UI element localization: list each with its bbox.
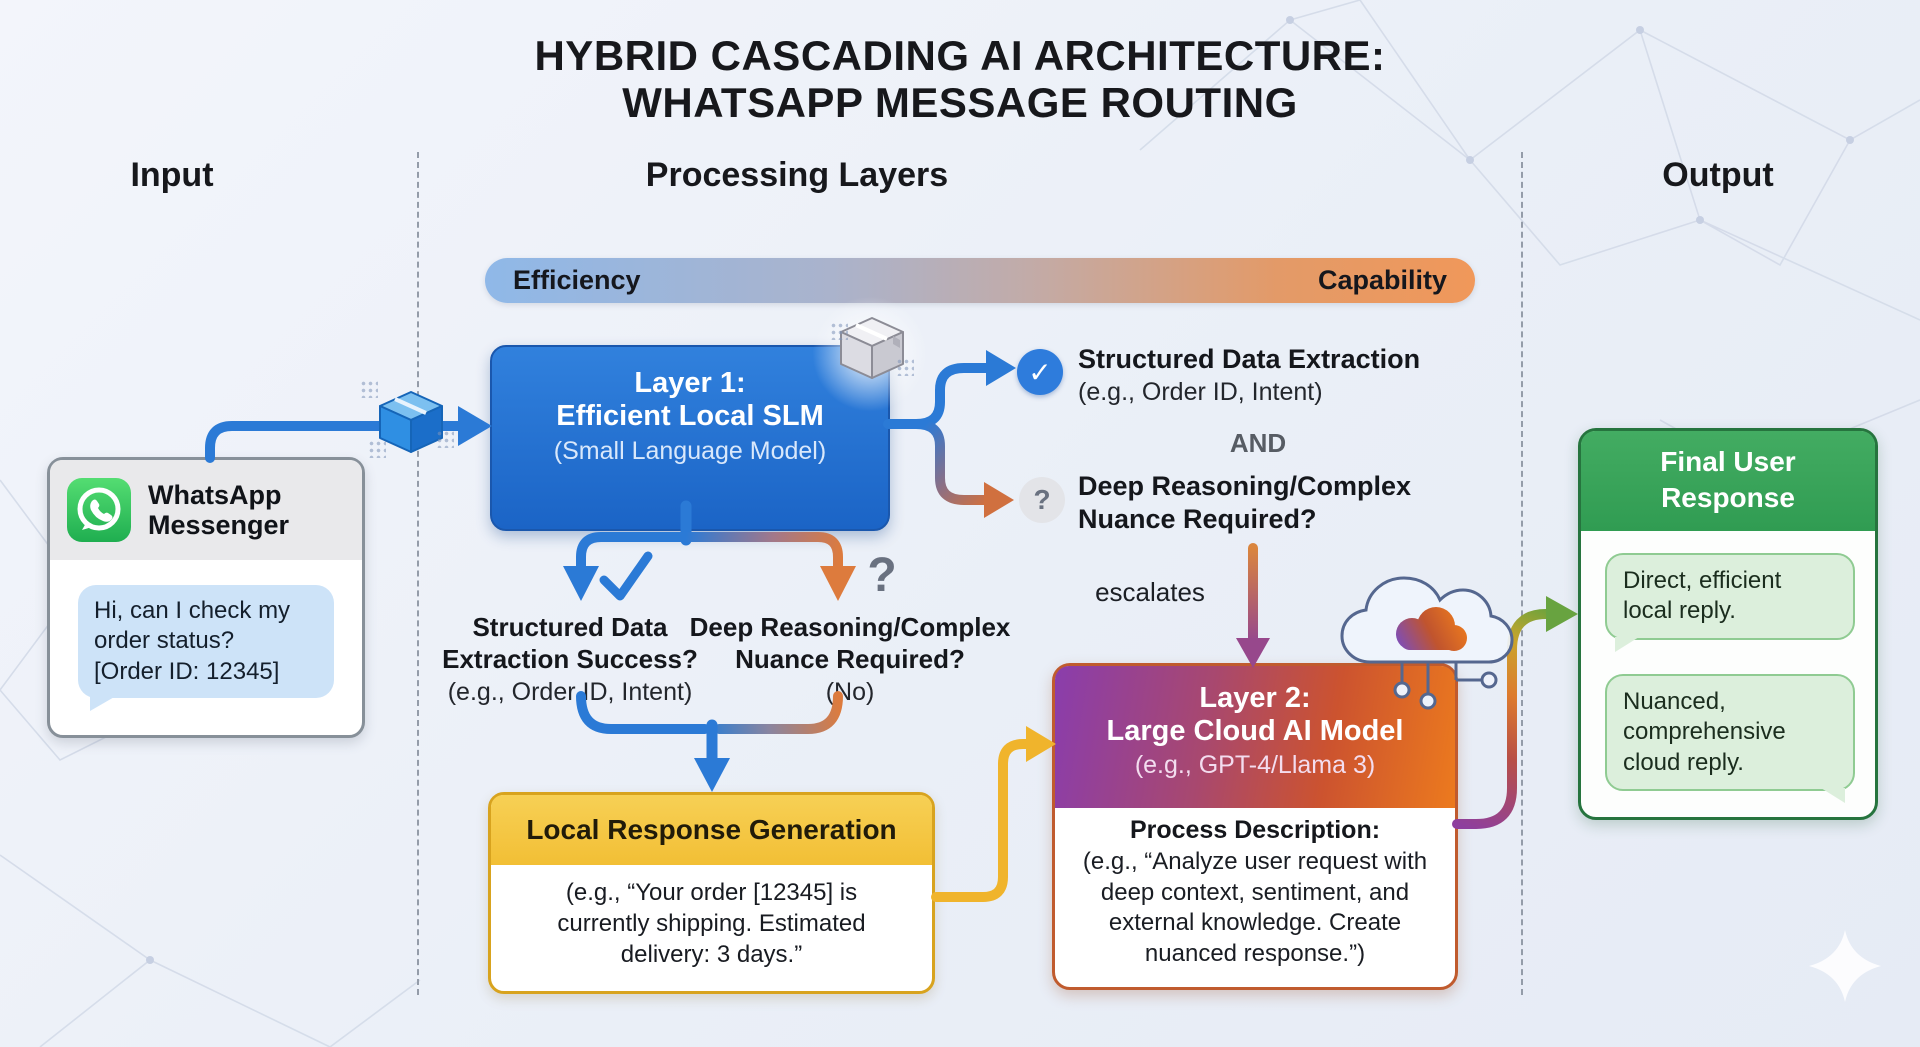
and-label: AND <box>1229 428 1287 458</box>
arrow-layer1-to-reasoning <box>911 419 1014 518</box>
escalates-label: escalates <box>1095 577 1205 607</box>
process-description-title: Process Description: <box>1129 816 1381 844</box>
page-title-line2: WHATSAPP MESSAGE ROUTING <box>622 79 1298 127</box>
dots-decoration <box>830 322 848 340</box>
layer1-caption: (Small Language Model) <box>553 437 827 466</box>
checkmark-icon <box>599 551 653 601</box>
arrow-layer2-to-final <box>1452 596 1578 829</box>
package-blue-icon <box>379 391 443 453</box>
dots-decoration <box>436 430 454 448</box>
layer2-box: Layer 2: Large Cloud AI Model (e.g., GPT… <box>1052 663 1458 990</box>
separator-input-processing <box>417 152 419 995</box>
local-response-body: (e.g., “Your order [12345] is currently … <box>557 879 866 969</box>
layer2-title: Layer 2: <box>1199 682 1311 714</box>
capability-label: Capability <box>1317 265 1447 295</box>
column-header-processing: Processing Layers <box>645 156 949 194</box>
reasoning-title: Deep Reasoning/Complex Nuance Required? <box>1078 471 1412 534</box>
arrow-escalates <box>1236 543 1270 668</box>
efficiency-label: Efficiency <box>513 265 641 295</box>
layer1-title: Layer 1: <box>634 367 746 399</box>
final-response-box: Final User Response Direct, efficient lo… <box>1578 428 1878 820</box>
extraction-title: Structured Data Extraction <box>1078 344 1421 374</box>
layer1-subtitle: Efficient Local SLM <box>556 400 824 433</box>
package-glow <box>812 296 928 412</box>
final-response-title: Final User Response <box>1581 431 1875 531</box>
arrow-converge-to-local <box>576 691 843 792</box>
nuance-required-title: Deep Reasoning/Complex Nuance Required? <box>689 612 1011 674</box>
layer2-caption: (e.g., GPT-4/Llama 3) <box>1134 751 1376 780</box>
cloud-reply-bubble: Nuanced, comprehensive cloud reply. <box>1605 674 1855 804</box>
local-response-title: Local Response Generation <box>491 795 932 865</box>
whatsapp-card-header: WhatsApp Messenger <box>50 460 362 560</box>
nuance-required-sub: (No) <box>825 678 875 707</box>
question-mark-icon: ? <box>867 549 897 602</box>
layer2-header: Layer 2: Large Cloud AI Model (e.g., GPT… <box>1055 666 1455 808</box>
column-header-input: Input <box>130 156 214 194</box>
dots-decoration <box>896 358 914 376</box>
question-circle-icon: ? <box>1019 477 1065 523</box>
arrow-local-to-layer2 <box>931 726 1056 902</box>
extraction-sub: (e.g., Order ID, Intent) <box>1078 377 1323 406</box>
layer2-body: Process Description: (e.g., “Analyze use… <box>1055 808 1455 978</box>
column-header-output: Output <box>1662 156 1774 194</box>
whatsapp-input-card: WhatsApp Messenger Hi, can I check my or… <box>47 457 365 738</box>
layer2-subtitle: Large Cloud AI Model <box>1106 715 1404 748</box>
dots-decoration <box>360 380 378 398</box>
user-message-bubble: Hi, can I check my order status? [Order … <box>78 585 334 712</box>
separator-processing-output <box>1521 152 1523 995</box>
extraction-result-text: Structured Data Extraction (e.g., Order … <box>1078 343 1448 407</box>
efficiency-capability-bar: Efficiency Capability <box>485 258 1475 303</box>
extraction-success-title: Structured Data Extraction Success? <box>442 612 698 674</box>
process-description-text: (e.g., “Analyze user request with deep c… <box>1082 848 1428 968</box>
local-reply-bubble: Direct, efficient local reply. <box>1605 553 1855 652</box>
check-circle-icon: ✓ <box>1017 349 1063 395</box>
whatsapp-icon <box>67 478 131 542</box>
nuance-required-text: Deep Reasoning/Complex Nuance Required? … <box>640 612 1060 707</box>
reasoning-question-text: Deep Reasoning/Complex Nuance Required? <box>1078 470 1448 536</box>
page-title: HYBRID CASCADING AI ARCHITECTURE: WHATSA… <box>0 32 1920 126</box>
local-response-box: Local Response Generation (e.g., “Your o… <box>488 792 935 994</box>
page-title-line1: HYBRID CASCADING AI ARCHITECTURE: <box>534 32 1386 79</box>
whatsapp-app-name: WhatsApp Messenger <box>148 479 290 540</box>
dots-decoration <box>368 440 386 458</box>
